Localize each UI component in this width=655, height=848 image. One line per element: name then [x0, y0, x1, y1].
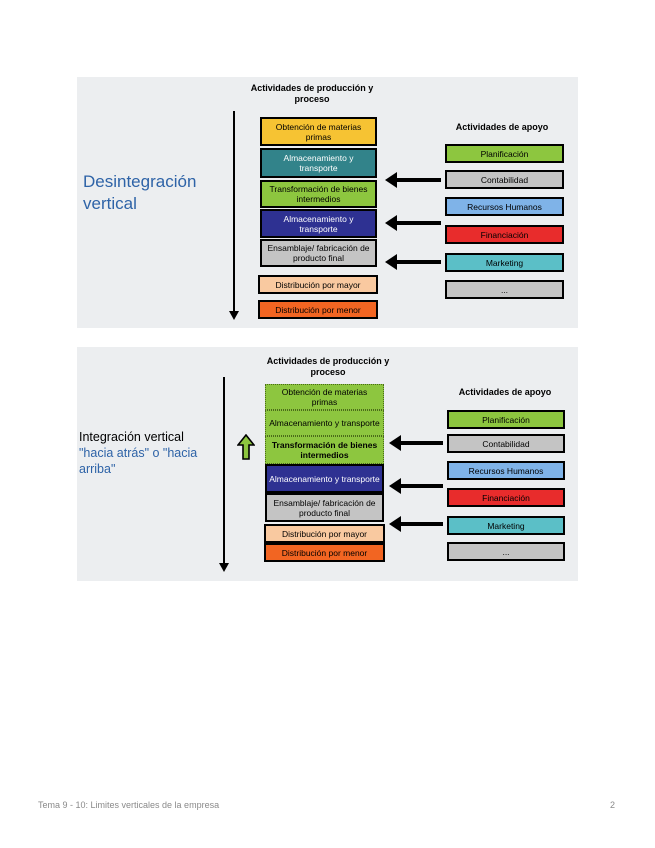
- panel1-flow-line: [233, 111, 235, 311]
- panel2-title-line2: "hacia atrás" o "hacia: [79, 446, 198, 460]
- panel2-arrow-3: [389, 516, 443, 532]
- panel1-chain-item-almacenamiento-2: Almacenamiento y transporte: [260, 209, 377, 238]
- panel2-chain-header-line2: proceso: [310, 367, 346, 377]
- panel2-support-recursos-humanos: Recursos Humanos: [447, 461, 565, 480]
- panel1-chain-item-obtencion: Obtención de materias primas: [260, 117, 377, 146]
- panel2-chain-item-ensamblaje: Ensamblaje/ fabricación de producto fina…: [265, 493, 384, 522]
- panel1-chain-item-mayor: Distribución por mayor: [258, 275, 378, 294]
- panel2-support-contabilidad: Contabilidad: [447, 434, 565, 453]
- arrow-left-icon: [389, 478, 401, 494]
- panel2-flow-arrowhead: [219, 563, 229, 572]
- panel1-title-line2: vertical: [83, 194, 137, 213]
- panel1-chain-header: Actividades de producción y proceso: [237, 83, 387, 105]
- page-number: 2: [610, 800, 616, 810]
- panel1-arrow-1: [385, 172, 441, 188]
- panel2-support-financiacion: Financiación: [447, 488, 565, 507]
- integracion-panel: Integración vertical "hacia atrás" o "ha…: [77, 347, 578, 581]
- arrow-left-icon: [389, 435, 401, 451]
- panel2-chain-header: Actividades de producción y proceso: [253, 356, 403, 378]
- panel1-support-marketing: Marketing: [445, 253, 564, 272]
- panel2-title-line3: arriba": [79, 462, 116, 476]
- panel1-chain-item-ensamblaje: Ensamblaje/ fabricación de producto fina…: [260, 239, 377, 267]
- panel2-arrow-2: [389, 478, 443, 494]
- panel1-chain-item-transformacion: Transformación de bienes intermedios: [260, 180, 377, 208]
- panel1-title: Desintegración vertical: [83, 171, 196, 215]
- panel2-support-planificacion: Planificación: [447, 410, 565, 429]
- arrow-left-icon: [385, 215, 397, 231]
- panel2-support-header: Actividades de apoyo: [458, 387, 552, 397]
- panel1-support-planificacion: Planificación: [445, 144, 564, 163]
- up-arrow-icon: [237, 434, 255, 460]
- panel2-integrated-block: [265, 384, 384, 464]
- desintegracion-panel: Desintegración vertical Actividades de p…: [77, 77, 578, 328]
- arrow-left-icon: [385, 254, 397, 270]
- panel2-chain-item-transformacion: Transformación de bienes intermedios: [265, 436, 384, 464]
- panel1-arrow-2: [385, 215, 441, 231]
- panel1-support-contabilidad: Contabilidad: [445, 170, 564, 189]
- panel2-chain-item-obtencion: Obtención de materias primas: [265, 384, 384, 410]
- panel1-chain-item-menor: Distribución por menor: [258, 300, 378, 319]
- panel2-support-marketing: Marketing: [447, 516, 565, 535]
- panel1-chain-item-almacenamiento-1: Almacenamiento y transporte: [260, 148, 377, 178]
- panel2-chain-item-almacenamiento-2: Almacenamiento y transporte: [265, 464, 384, 493]
- arrow-left-icon: [389, 516, 401, 532]
- panel2-chain-item-mayor: Distribución por mayor: [264, 524, 385, 543]
- panel1-support-financiacion: Financiación: [445, 225, 564, 244]
- panel1-arrow-3: [385, 254, 441, 270]
- panel1-support-recursos-humanos: Recursos Humanos: [445, 197, 564, 216]
- panel2-chain-item-almacenamiento-1: Almacenamiento y transporte: [265, 410, 384, 436]
- panel2-flow-line: [223, 377, 225, 565]
- arrow-left-icon: [385, 172, 397, 188]
- panel1-title-line1: Desintegración: [83, 172, 197, 191]
- panel2-chain-header-line1: Actividades de producción y: [266, 356, 390, 366]
- panel1-chain-header-line2: proceso: [294, 94, 330, 104]
- panel2-chain-item-menor: Distribución por menor: [264, 543, 385, 562]
- footer-text: Tema 9 - 10: Limites verticales de la em…: [38, 800, 220, 810]
- panel1-support-more: ...: [445, 280, 564, 299]
- panel2-arrow-1: [389, 435, 443, 451]
- panel1-support-header: Actividades de apoyo: [455, 122, 549, 132]
- panel1-chain-header-line1: Actividades de producción y: [250, 83, 374, 93]
- panel1-flow-arrowhead: [229, 311, 239, 320]
- panel2-support-more: ...: [447, 542, 565, 561]
- panel2-title-line1: Integración vertical: [79, 430, 184, 444]
- panel2-title: Integración vertical "hacia atrás" o "ha…: [79, 429, 197, 477]
